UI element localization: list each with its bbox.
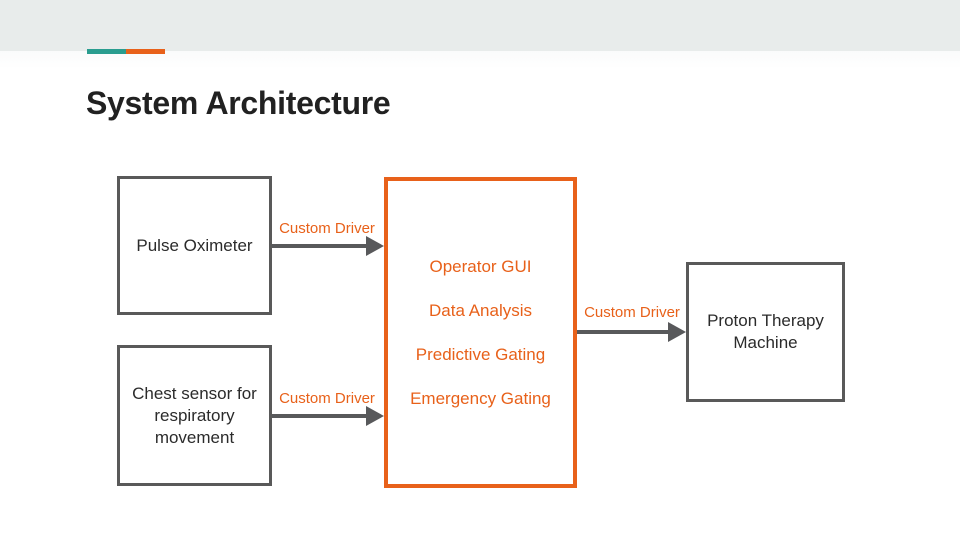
central-line-operator-gui: Operator GUI <box>429 256 532 276</box>
central-line-data-analysis: Data Analysis <box>429 300 532 320</box>
chest-sensor-box: Chest sensor for respiratory movement <box>117 345 272 486</box>
proton-therapy-box: Proton Therapy Machine <box>686 262 845 402</box>
accent-bar-orange <box>126 49 165 54</box>
slide-title: System Architecture <box>86 85 391 121</box>
arrow-line-central-to-proton <box>577 330 668 334</box>
arrow-line-chest-to-central <box>272 414 368 418</box>
header-band-fade <box>0 51 960 69</box>
arrow-label-chest-to-central: Custom Driver <box>279 390 375 407</box>
arrow-head-central-to-proton <box>668 322 686 342</box>
arrow-label-pulse-to-central: Custom Driver <box>279 220 375 237</box>
arrow-line-pulse-to-central <box>272 244 368 248</box>
central-line-emergency-gating: Emergency Gating <box>410 388 551 408</box>
arrow-head-pulse-to-central <box>366 236 384 256</box>
proton-therapy-label: Proton Therapy Machine <box>707 311 824 352</box>
pulse-oximeter-box: Pulse Oximeter <box>117 176 272 315</box>
central-line-predictive-gating: Predictive Gating <box>415 344 546 364</box>
accent-bar-teal <box>87 49 126 54</box>
arrow-label-central-to-proton: Custom Driver <box>584 304 680 321</box>
chest-sensor-label: Chest sensor for respiratory movement <box>132 383 257 447</box>
pulse-oximeter-label: Pulse Oximeter <box>136 235 253 255</box>
arrow-head-chest-to-central <box>366 406 384 426</box>
header-band <box>0 0 960 51</box>
central-system-box: Operator GUI Data Analysis Predictive Ga… <box>384 177 577 488</box>
